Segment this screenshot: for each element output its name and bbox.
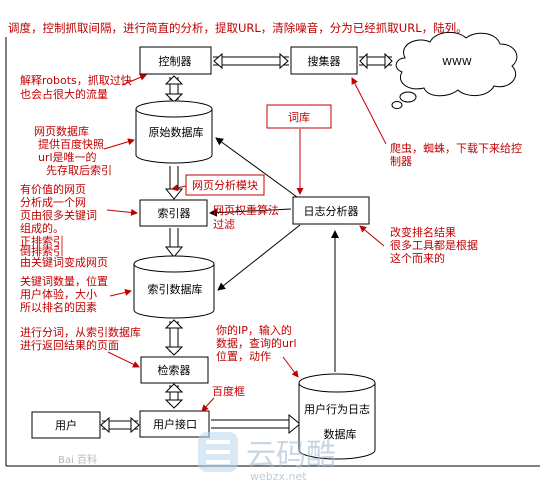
ranking-change-arrow — [359, 225, 385, 247]
tokenize-line2: 进行返回结果的页面 — [20, 338, 119, 352]
watermark-text: 云码酷 — [246, 438, 336, 473]
indexer-box: 索引器 — [139, 199, 208, 227]
snapshot-line4: 先存取后索引 — [46, 163, 112, 177]
search-box-arrow — [201, 397, 215, 412]
indexdb-retriever-arrowheads — [164, 319, 184, 356]
keyword-factors-annotation: 关键词数量，位置 用户体验，大小 所以排名的因素 — [20, 274, 108, 314]
filter-label: 过滤 — [213, 218, 235, 231]
log-analyzer-box: 日志分析器 — [292, 196, 370, 225]
search-box-annotation: 百度框 — [212, 384, 245, 398]
page-analysis-line6: 倒排索引 — [20, 244, 64, 258]
log-analyzer-label: 日志分析器 — [304, 204, 359, 218]
snapshot-line3: url是唯一的 — [38, 150, 97, 164]
snapshot-line1: 网页数据库 — [34, 124, 89, 138]
behavior-log-label-line1: 用户行为日志 — [304, 402, 370, 416]
loganalyzer-indexer-arrow — [209, 208, 292, 217]
www-cloud-label: WWW — [442, 57, 472, 68]
user-interface-label: 用户接口 — [153, 417, 197, 431]
page-analysis-line3: 页由很多关键词 — [20, 208, 97, 222]
page-analysis-annotation: 有价值的网页 分析成一个网 页由很多关键词 组成的。 正排索引 倒排索引 由关键… — [20, 182, 108, 269]
user-info-line2: 数据，查询的url — [216, 336, 297, 350]
page-analysis-line1: 有价值的网页 — [20, 182, 86, 196]
retriever-ui-arrowheads — [164, 383, 184, 409]
page-analysis-line7: 由关键词变成网页 — [20, 255, 108, 269]
ranking-change-line2: 很多工具都是根据 — [390, 238, 478, 252]
keyword-factors-line1: 关键词数量，位置 — [20, 274, 108, 288]
analysis-module-arrow — [171, 184, 187, 192]
user-label: 用户 — [55, 418, 77, 432]
controller-rawdb-arrowheads — [164, 75, 184, 103]
loganalyzer-rawdb-arrow — [215, 137, 298, 198]
watermark: 云码酷 webzx.net — [198, 432, 336, 483]
crawler-line2: 制器 — [390, 155, 412, 168]
tokenize-arrow — [107, 351, 140, 368]
web-weight-algorithm-label: 网页权重算法 — [213, 203, 279, 217]
index-database-cylinder: 索引数据库 — [133, 255, 215, 319]
crawler-arrow — [351, 77, 387, 145]
crawler-annotation: 爬虫，蜘蛛，下载下来给控 制器 — [390, 141, 522, 168]
user-info-line1: 你的IP，输入的 — [216, 323, 292, 337]
snapshot-line2: 提供百度快照 — [38, 137, 104, 151]
behavior-log-label-line2: 数据库 — [324, 427, 357, 441]
controller-collector-double-arrow — [213, 56, 289, 66]
web-analysis-module-box: 网页分析模块 — [185, 174, 265, 196]
ui-behaviorlog-arrow — [211, 419, 290, 429]
raw-database-label: 原始数据库 — [149, 125, 204, 139]
ui-behaviorlog-arrowhead — [288, 413, 301, 435]
user-info-annotation: 你的IP，输入的 数据，查询的url 位置，动作 — [216, 323, 297, 363]
web-analysis-module-label: 网页分析模块 — [192, 178, 258, 192]
indexer-indexdb-arrow — [169, 228, 179, 248]
user-box: 用户 — [31, 411, 101, 439]
snapshot-annotation: 网页数据库 提供百度快照 url是唯一的 先存取后索引 — [34, 124, 112, 177]
behavior-log-database-cylinder: 用户行为日志 数据库 — [298, 373, 376, 460]
thesaurus-label: 词库 — [288, 111, 310, 124]
robots-line1: 解释robots，抓取过快 — [20, 73, 132, 87]
rawdb-indexer-arrow — [169, 166, 179, 190]
retriever-label: 检索器 — [158, 363, 191, 377]
retriever-box: 检索器 — [140, 356, 209, 384]
user-info-arrow — [282, 356, 299, 378]
page-analysis-line2: 分析成一个网 — [20, 195, 86, 209]
indexer-indexdb-arrowhead — [164, 246, 184, 258]
rawdb-indexer-arrowhead — [164, 188, 184, 200]
keyword-factors-line2: 用户体验，大小 — [20, 287, 97, 301]
snapshot-arrow — [103, 138, 135, 150]
page-analysis-line5: 正排索引 — [20, 234, 64, 248]
page-analysis-line4: 组成的。 — [20, 221, 64, 235]
robots-annotation: 解释robots，抓取过快 也会占很大的流量 — [20, 73, 132, 101]
user-interface-box: 用户接口 — [139, 410, 210, 438]
collector-box: 搜集器 — [290, 46, 358, 75]
watermark-url: webzx.net — [250, 470, 307, 483]
corner-watermark: Bai 百科 — [58, 453, 97, 466]
thesaurus-box: 词库 — [266, 104, 332, 129]
tokenize-line1: 进行分词，从索引数据库 — [20, 325, 141, 339]
indexer-label: 索引器 — [158, 206, 191, 220]
ranking-change-line1: 改变排名结果 — [390, 225, 456, 239]
top-annotation: 调度，控制抓取间隔，进行简直的分析，提取URL，清除噪音，分为已经抓取URL，陆… — [8, 21, 468, 35]
collector-label: 搜集器 — [308, 54, 341, 68]
user-info-line3: 位置，动作 — [216, 349, 271, 363]
robots-arrow — [121, 74, 147, 86]
ranking-change-annotation: 改变排名结果 很多工具都是根据 这个而来的 — [390, 225, 478, 265]
page-analysis-arrow — [106, 208, 138, 216]
ranking-change-line3: 这个而来的 — [390, 251, 445, 265]
user-ui-arrowheads — [100, 416, 140, 434]
keyword-factors-arrow — [109, 288, 132, 297]
crawler-line1: 爬虫，蜘蛛，下载下来给控 — [390, 141, 522, 155]
controller-collector-arrowheads — [213, 52, 289, 70]
controller-box: 控制器 — [139, 46, 212, 75]
raw-database-cylinder: 原始数据库 — [135, 100, 213, 164]
controller-label: 控制器 — [159, 54, 192, 68]
robots-line2: 也会占很大的流量 — [20, 87, 108, 101]
loganalyzer-indexdb-arrow — [217, 224, 301, 291]
collector-cloud-arrowheads — [359, 52, 393, 70]
keyword-factors-line3: 所以排名的因素 — [20, 300, 97, 314]
tokenize-annotation: 进行分词，从索引数据库 进行返回结果的页面 — [20, 325, 141, 352]
www-cloud: WWW — [391, 32, 518, 109]
index-database-label: 索引数据库 — [148, 282, 203, 296]
